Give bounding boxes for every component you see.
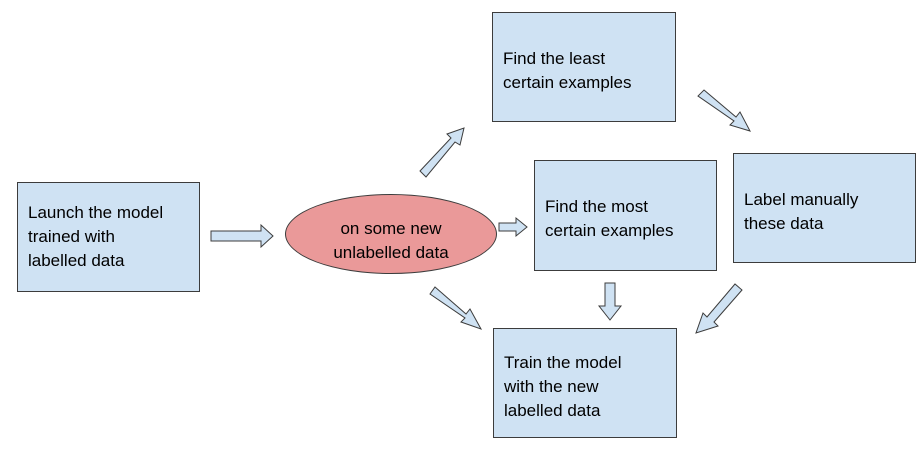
unlabelled-data-label: on some new unlabelled data	[333, 219, 449, 262]
arrow-data-to-least-certain	[419, 127, 465, 178]
launch-model-label: Launch the model trained with labelled d…	[28, 203, 164, 270]
arrow-least-certain-to-label	[697, 89, 751, 132]
arrow-label-to-train	[695, 283, 743, 334]
least-certain-box: Find the least certain examples	[492, 12, 676, 122]
arrow-data-to-most-certain	[498, 216, 528, 238]
most-certain-label: Find the most certain examples	[545, 197, 674, 240]
arrow-launch-to-data	[210, 223, 274, 249]
label-manually-label: Label manually these data	[744, 190, 859, 233]
train-model-label: Train the model with the new labelled da…	[504, 353, 622, 420]
arrow-most-certain-to-train	[597, 282, 623, 321]
arrow-data-to-train	[429, 286, 483, 330]
most-certain-box: Find the most certain examples	[534, 160, 717, 271]
label-manually-box: Label manually these data	[733, 153, 916, 263]
unlabelled-data-ellipse: on some new unlabelled data	[285, 194, 497, 274]
train-model-box: Train the model with the new labelled da…	[493, 328, 677, 438]
launch-model-box: Launch the model trained with labelled d…	[17, 182, 200, 292]
least-certain-label: Find the least certain examples	[503, 49, 632, 92]
